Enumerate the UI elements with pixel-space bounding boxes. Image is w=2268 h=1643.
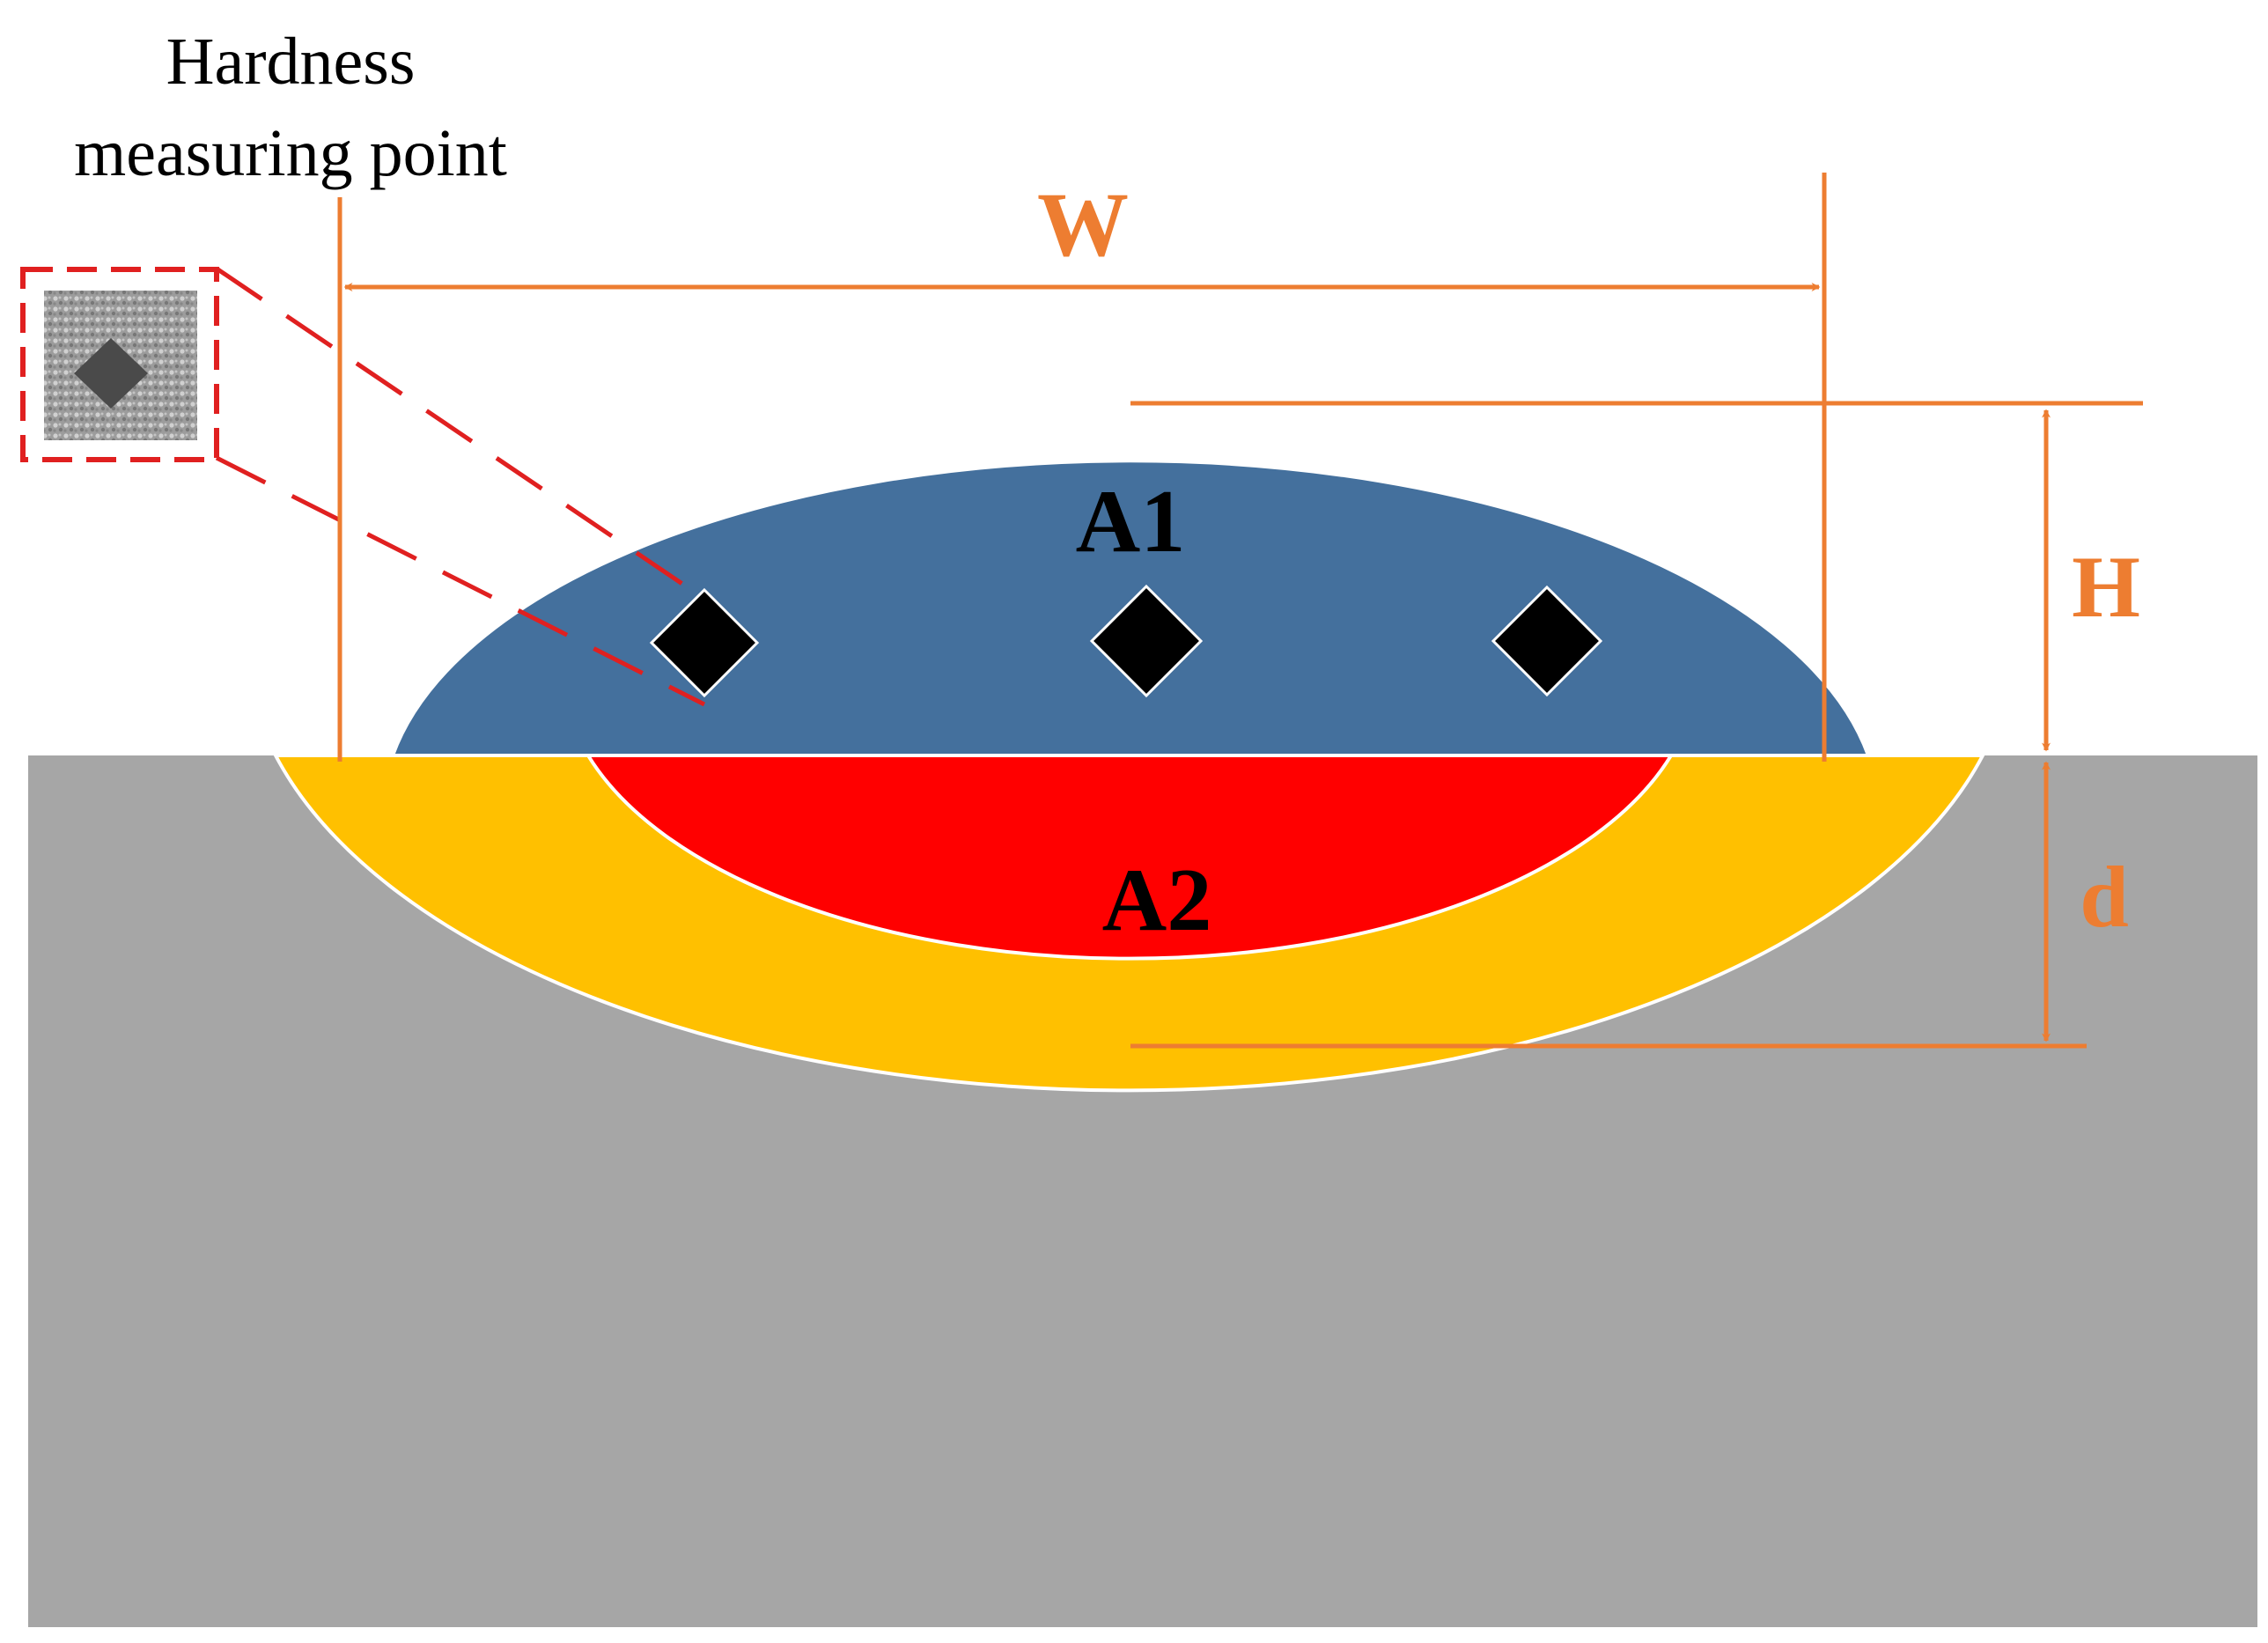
diamond-indent-icon bbox=[1491, 585, 1603, 697]
hardness-indent-markers bbox=[649, 584, 1603, 698]
micro-indent-image-icon bbox=[20, 267, 219, 462]
fusion-zone-a2 bbox=[585, 754, 1675, 961]
caption-line-1: Hardness bbox=[166, 25, 416, 99]
region-label-a1: A1 bbox=[1076, 472, 1186, 571]
callout-lines bbox=[215, 266, 706, 707]
width-label: W bbox=[1037, 174, 1129, 276]
diamond-indent-icon bbox=[1089, 584, 1204, 698]
diamond-indent-icon bbox=[649, 587, 760, 698]
height-label: H bbox=[2072, 538, 2140, 636]
caption-line-2: measuring point bbox=[74, 116, 507, 190]
region-label-a2: A2 bbox=[1102, 851, 1212, 950]
depth-label: d bbox=[2080, 848, 2129, 946]
hardness-point-caption: Hardness measuring point bbox=[0, 16, 581, 199]
dimension-lines bbox=[337, 173, 2143, 1049]
